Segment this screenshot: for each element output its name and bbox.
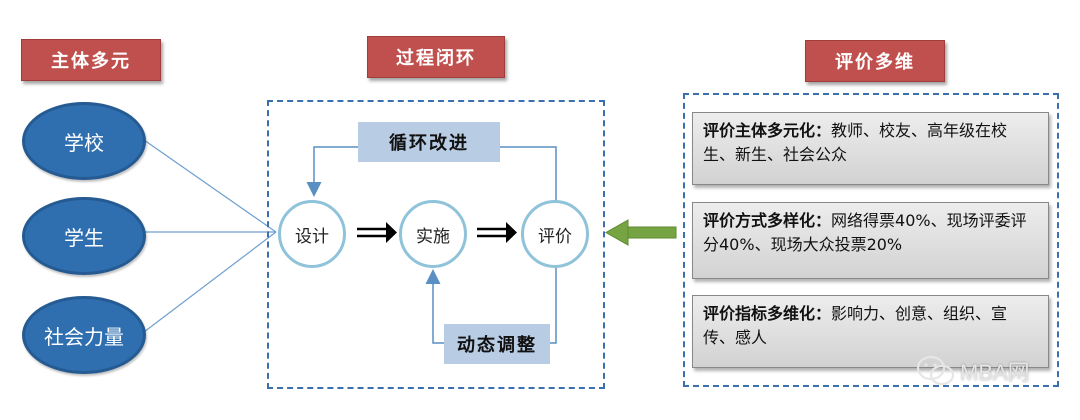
line-society — [143, 231, 277, 333]
label-cycle-improve: 循环改进 — [358, 122, 500, 162]
eval-box-subject-text: 教师、校友、高年级在校生、新生、社会公众 — [703, 121, 1008, 164]
green-arrow — [604, 219, 677, 246]
header-evaluation: 评价多维 — [805, 40, 945, 82]
loop-top-right — [500, 146, 557, 200]
evaluation-frame — [683, 93, 1059, 387]
eval-box-indicator-title: 评价指标多维化： — [703, 304, 832, 323]
eval-box-method: 评价方式多样化：网络得票40%、现场评委评分40%、现场大众投票20% — [692, 202, 1049, 279]
watermark: MBA网 — [916, 354, 1030, 388]
line-school — [143, 139, 277, 233]
ellipse-society: 社会力量 — [22, 296, 146, 374]
watermark-text: MBA网 — [960, 360, 1030, 385]
loop-top-left — [306, 146, 358, 197]
eval-box-indicator-text: 影响力、创意、组织、宣传、感人 — [703, 304, 1008, 347]
header-process: 过程闭环 — [367, 36, 505, 78]
eval-box-method-title: 评价方式多样化： — [703, 211, 832, 230]
process-frame — [267, 100, 605, 389]
eval-box-indicator: 评价指标多维化：影响力、创意、组织、宣传、感人 — [692, 295, 1049, 368]
double-arrow-2 — [477, 222, 517, 243]
double-arrow-1 — [357, 222, 397, 243]
ellipse-school: 学校 — [22, 102, 146, 180]
eval-box-subject-title: 评价主体多元化： — [703, 121, 832, 140]
eval-box-method-text: 网络得票40%、现场评委评分40%、现场大众投票20% — [703, 211, 1027, 254]
wechat-icon — [916, 355, 955, 386]
label-dynamic-adjust: 动态调整 — [444, 324, 550, 364]
loop-bottom-left — [425, 269, 444, 344]
node-implement: 实施 — [399, 200, 467, 268]
ellipse-student: 学生 — [22, 197, 146, 275]
loop-bottom-right — [550, 266, 557, 344]
node-design: 设计 — [278, 200, 346, 268]
header-subject: 主体多元 — [21, 39, 161, 81]
eval-box-subject: 评价主体多元化：教师、校友、高年级在校生、新生、社会公众 — [692, 112, 1049, 185]
node-evaluate: 评价 — [521, 200, 589, 268]
